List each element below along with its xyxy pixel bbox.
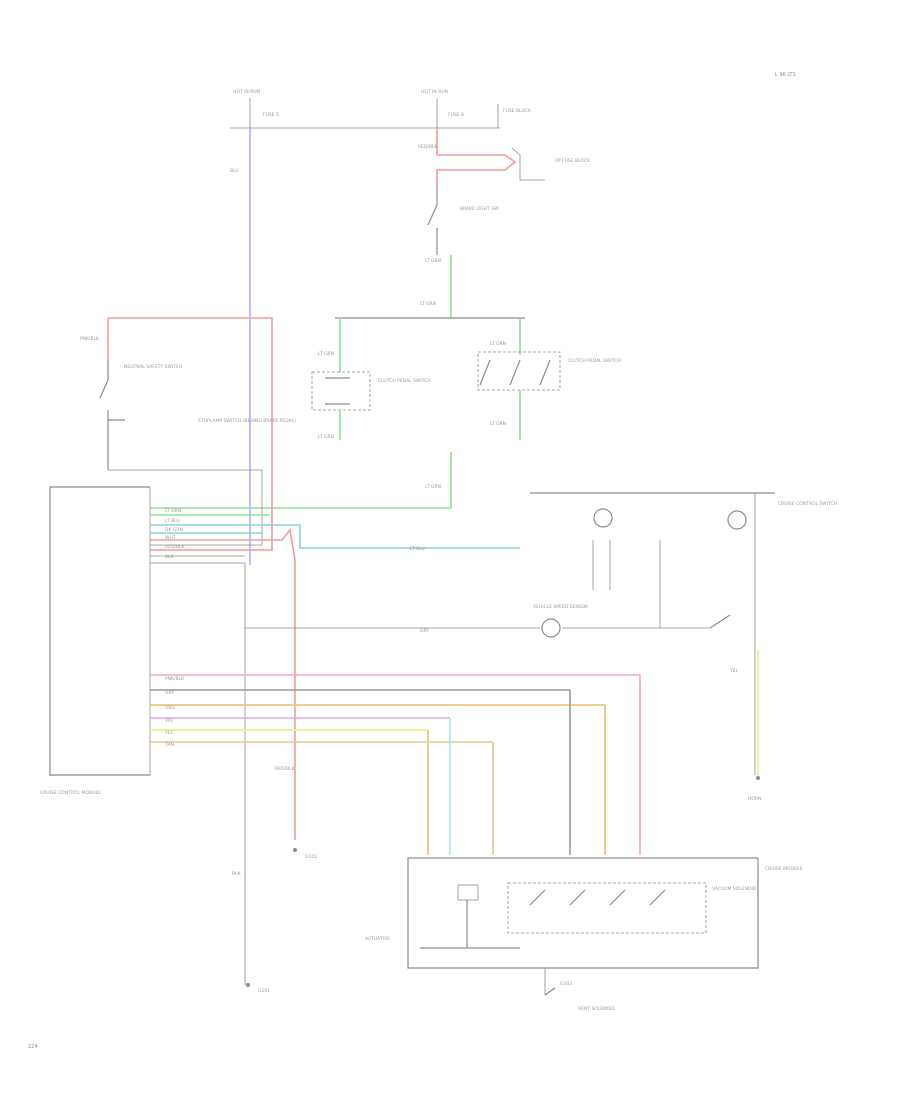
actuator-wires: PNK/BLK GRY ORG VIO YEL TAN: [150, 674, 641, 855]
wire-label-yel-a: YEL: [729, 668, 739, 674]
clutch-switch-right: CLUTCH PEDAL SWITCH LT GRN LT GRN: [477, 318, 621, 440]
clutch-switch-left-label: CLUTCH PEDAL SWITCH: [378, 378, 431, 384]
pin-label-11: YEL: [164, 730, 174, 736]
fuse-right-label: FUSE 8: [448, 112, 464, 118]
pin-label-12: TAN: [164, 742, 174, 748]
wire-label-lt-blu: LT BLU: [410, 546, 425, 552]
wire-label-lt-grn-g: LT GRN: [425, 484, 441, 490]
pin-label-3: DK GRN: [165, 527, 183, 533]
fuse-left-label: FUSE 5: [263, 112, 279, 118]
ground-wire-left: G101 BLK: [150, 562, 270, 994]
horn-wire: HORN YEL: [729, 650, 761, 802]
pin-label-7: PNK/BLK: [165, 676, 185, 682]
wire-label-red-blk-b: RED/BLK: [275, 766, 296, 772]
wire-label-lt-grn-e: LT GRN: [490, 341, 506, 347]
wire-label-blk-a: BLK: [232, 871, 242, 877]
ground-center: G102 RED/BLK: [275, 766, 317, 860]
brake-light-switch: BRAKE LIGHT SW: [427, 185, 499, 255]
module-label: CRUISE CONTROL MODULE: [40, 790, 101, 796]
pin-label-6: BLK: [165, 554, 175, 560]
page-number: 224: [28, 1044, 38, 1050]
wire-label-lt-grn-a: LT GRN: [425, 258, 441, 264]
pin-label-5: RED/BLK: [165, 544, 186, 550]
neutral-safety-label: NEUTRAL SAFETY SWITCH: [124, 364, 182, 370]
fuse-block: HOT IN RUN FUSE 5 HOT IN RUN FUSE 8 FUSE…: [230, 89, 532, 129]
pin-label-2: LT BLU: [165, 518, 180, 524]
page-ref: L 96 LT1: [775, 72, 796, 78]
wire-label-lt-grn-f: LT GRN: [490, 421, 506, 427]
wire-label-gry: GRY: [420, 628, 429, 634]
cruise-module-label: CRUISE MODULE: [765, 866, 803, 872]
ground-right-label: G103: [560, 981, 572, 987]
cruise-control-module: CRUISE CONTROL MODULE: [40, 486, 151, 796]
wire-label-lt-grn-c: LT GRN: [318, 351, 334, 357]
control-switch-label: CRUISE CONTROL SWITCH: [778, 501, 837, 507]
green-wire-top: LT GRN LT GRN: [335, 255, 525, 319]
wire-label-lt-grn-b: LT GRN: [420, 301, 436, 307]
vent-sol-label: VENT SOLENOID: [578, 1006, 615, 1012]
ground-left-label: G101: [258, 988, 270, 994]
cruise-control-switch: CRUISE CONTROL SWITCH: [530, 492, 837, 775]
module-wires: LT GRN LT BLU DK GRN WHT RED/BLK BLK LT …: [150, 508, 520, 840]
pin-label-4: WHT: [165, 535, 176, 541]
wire-label-lt-grn-d: LT GRN: [318, 434, 334, 440]
clutch-switch-right-label: CLUTCH PEDAL SWITCH: [568, 358, 621, 364]
fuse-block-label: FUSE BLOCK: [503, 108, 532, 114]
actuator-label: ACTUATOR: [365, 936, 389, 942]
actuator-assembly: ACTUATOR CRUISE MODULE VACUUM SOLENOID V…: [365, 857, 803, 1012]
wire-label-pink-blk: PNK/BLK: [80, 336, 100, 342]
vss-label: VEHICLE SPEED SENSOR: [533, 604, 588, 610]
brake-plug-label: STOPLAMP SWITCH (BEHIND BRAKE PEDAL): [198, 418, 296, 424]
brake-light-sw-label: BRAKE LIGHT SW: [460, 206, 499, 212]
wire-label-blu: BLU: [230, 168, 239, 174]
horn-label: HORN: [748, 796, 761, 802]
pin-label-1: LT GRN: [165, 508, 181, 514]
ground-center-label: G102: [305, 854, 317, 860]
red-wire-top: I/P FUSE BLOCK RED/BLK: [418, 128, 591, 185]
green-wire-module: LT GRN: [150, 452, 452, 509]
fuse-block-right-label: I/P FUSE BLOCK: [555, 158, 591, 164]
clutch-switch-left: CLUTCH PEDAL SWITCH LT GRN LT GRN: [311, 318, 431, 440]
hot-run-right-label: HOT IN RUN: [421, 89, 448, 95]
pin-label-8: GRY: [165, 690, 174, 696]
wire-label-red-blk: RED/BLK: [418, 144, 439, 150]
blue-wire: BLU: [230, 128, 251, 565]
hot-run-left-label: HOT IN RUN: [233, 89, 260, 95]
pin-label-10: VIO: [165, 718, 173, 724]
vacuum-sol-label: VACUUM SOLENOID: [712, 886, 757, 892]
pin-label-9: ORG: [165, 705, 176, 711]
neutral-safety-switch: NEUTRAL SAFETY SWITCH PNK/BLK STOPLAMP S…: [80, 317, 296, 551]
vss-line: VEHICLE SPEED SENSOR GRY: [245, 604, 731, 638]
